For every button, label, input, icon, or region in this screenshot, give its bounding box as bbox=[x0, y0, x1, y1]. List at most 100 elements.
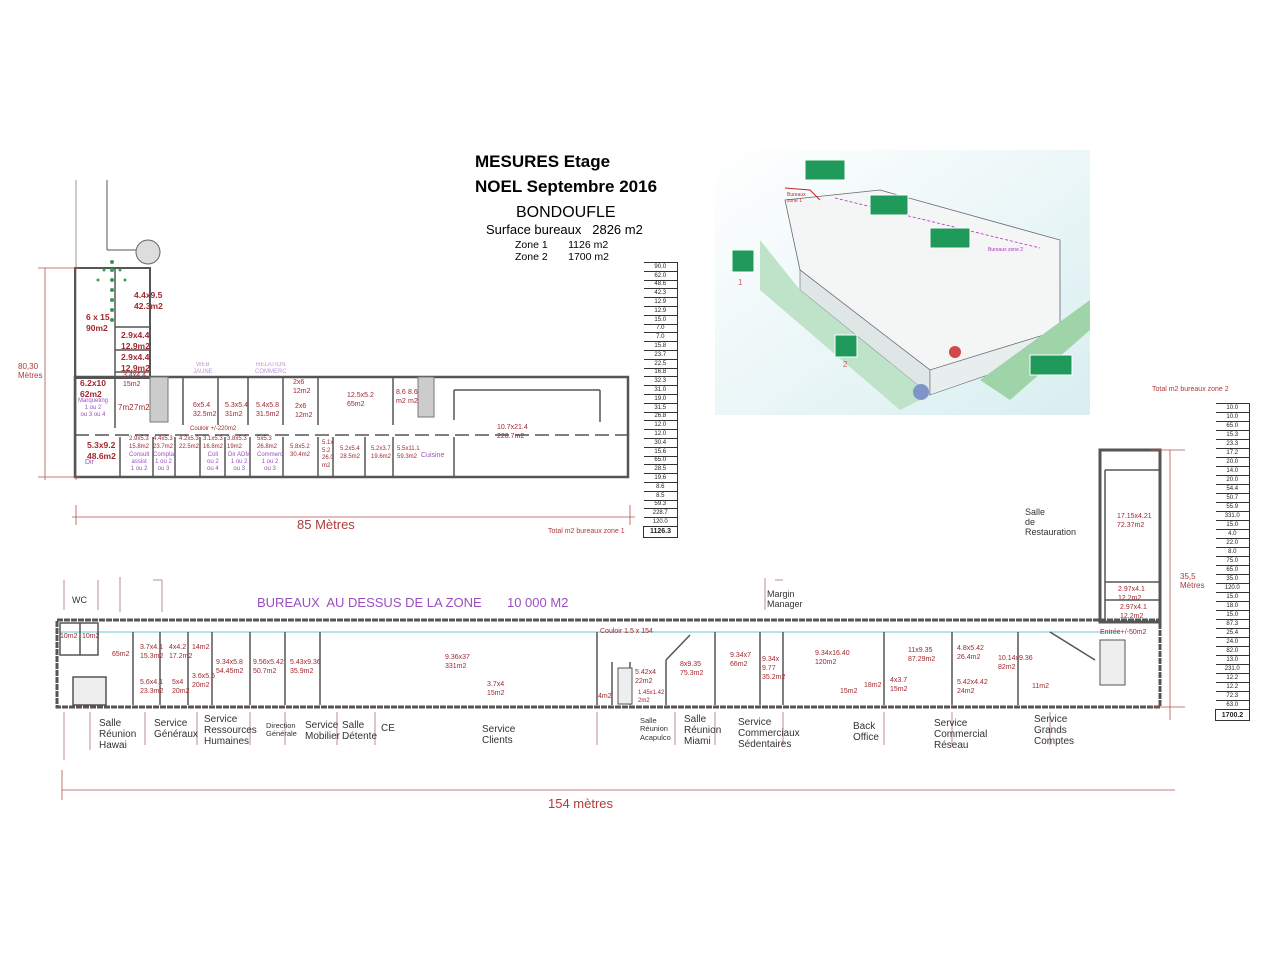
total-row: 75.0 bbox=[1215, 556, 1250, 566]
total-cell: 12.0 bbox=[643, 420, 678, 431]
room-label: 4x3.7 15m2 bbox=[890, 677, 908, 693]
total-cell: 7.0 bbox=[643, 332, 678, 343]
room-label: 9.34x5.8 54.45m2 bbox=[216, 659, 244, 675]
total-cell: 19.6 bbox=[643, 473, 678, 483]
total-row: 12.2 bbox=[1215, 673, 1250, 683]
total-row: 42.3 bbox=[643, 288, 678, 299]
total-row: 30.4 bbox=[643, 437, 678, 448]
total-cell: 12.9 bbox=[643, 305, 678, 316]
total-row: 48.6 bbox=[643, 279, 678, 290]
room-usage: Cuisine bbox=[421, 452, 445, 459]
room-label: 12.5x5.2 65m2 bbox=[347, 392, 374, 408]
total-cell: 24.0 bbox=[1215, 637, 1250, 647]
total-row: 72.3 bbox=[1215, 691, 1250, 701]
room-label: 2x6 12m2 bbox=[295, 403, 313, 419]
total-row: 8.6 bbox=[643, 481, 678, 492]
room-label: 5.2x5.4 28.5m2 bbox=[340, 446, 361, 460]
zone1-marker-label: Bureaux zone 1 bbox=[787, 192, 806, 204]
total-cell: 19.0 bbox=[643, 393, 678, 404]
total-row: 55.9 bbox=[1215, 502, 1250, 512]
zone1-trees bbox=[96, 260, 127, 322]
total-cell: 87.3 bbox=[1215, 619, 1250, 629]
total-row: 23.3 bbox=[1215, 439, 1250, 449]
total-cell: 26.8 bbox=[643, 411, 678, 422]
total-row: 8.5 bbox=[643, 490, 678, 501]
zone2-total-label: Total m2 bureaux zone 2 bbox=[1152, 386, 1229, 393]
total-row: 12.2 bbox=[1215, 682, 1250, 692]
total-cell: 331.0 bbox=[1215, 511, 1250, 521]
room-label: 6 x 15 90m2 bbox=[86, 312, 110, 334]
total-cell: 32.3 bbox=[643, 376, 678, 387]
room-label: 8.6 m2 bbox=[408, 389, 418, 405]
total-row: 15.8 bbox=[643, 341, 678, 351]
total-row: 32.3 bbox=[643, 376, 678, 387]
zone2-dimensions bbox=[61, 449, 1185, 800]
total-cell: 20.0 bbox=[1215, 457, 1250, 467]
total-cell: 15.0 bbox=[1215, 592, 1250, 602]
room-label: 9.34x 9.77 35.2m2 bbox=[762, 656, 786, 681]
total-row: 65.0 bbox=[643, 455, 678, 466]
room-label: 4.4x9.5 42.3m2 bbox=[134, 290, 163, 312]
total-row: 12.9 bbox=[643, 297, 678, 307]
total-cell: 50.7 bbox=[1215, 493, 1250, 503]
total-cell: 48.6 bbox=[643, 279, 678, 290]
room-label: 5.42x4 22m2 bbox=[635, 669, 657, 685]
room-usage: Consult assist 1 ou 2 bbox=[129, 452, 150, 473]
total-cell: 12.2 bbox=[1215, 673, 1250, 683]
total-row: 19.6 bbox=[643, 473, 678, 483]
room-label: 11m2 bbox=[1032, 683, 1049, 690]
total-row: 15.0 bbox=[643, 314, 678, 325]
zone1-height-dimension: 80,30 Mètres bbox=[18, 362, 43, 381]
total-row: 65.0 bbox=[1215, 421, 1250, 431]
salle-restauration-label: Salle de Restauration bbox=[1025, 507, 1077, 537]
room-label: 3.1x5.3 16.8m2 bbox=[203, 436, 224, 450]
total-row: 15.3 bbox=[1215, 430, 1250, 440]
total-cell: 17.2 bbox=[1215, 448, 1250, 458]
service-label: Service Généraux bbox=[154, 718, 198, 740]
wc-label: WC bbox=[72, 595, 87, 605]
room-label: 4.2x5.3 22.5m2 bbox=[179, 436, 200, 450]
total-cell: 25.4 bbox=[1215, 628, 1250, 638]
room-label: 2x6 12m2 bbox=[293, 379, 311, 395]
room-label: 9.36x37 331m2 bbox=[445, 654, 470, 670]
room-label: 8.6 m2 bbox=[396, 389, 406, 405]
zone2-height-dimension: 35,5 Mètres bbox=[1180, 572, 1205, 591]
zone2-width-dimension: 154 mètres bbox=[548, 796, 614, 811]
room-label: 15m2 bbox=[840, 688, 858, 695]
total-row: 14.0 bbox=[1215, 466, 1250, 476]
site-name: BONDOUFLE bbox=[516, 204, 616, 221]
total-row: 63.0 bbox=[1215, 700, 1250, 710]
total-cell: 23.3 bbox=[1215, 439, 1250, 449]
total-cell: 65.0 bbox=[1215, 565, 1250, 575]
grand-total-row: 1700.2 bbox=[1215, 709, 1250, 721]
room-usage: Commerc 1 ou 2 ou 3 bbox=[257, 452, 284, 473]
total-cell: 12.2 bbox=[1215, 682, 1250, 692]
total-row: 22.5 bbox=[643, 358, 678, 369]
service-label: CE bbox=[381, 723, 395, 734]
zone2-walls bbox=[55, 448, 1162, 709]
surface-total: Surface bureaux 2826 m2 bbox=[486, 222, 643, 237]
total-cell: 65.0 bbox=[643, 455, 678, 466]
total-cell: 10.0 bbox=[1215, 403, 1250, 413]
service-label: Salle Réunion Hawai bbox=[99, 718, 137, 751]
total-row: 20.0 bbox=[1215, 475, 1250, 485]
room-label: 5.43x9.36 35.9m2 bbox=[290, 659, 321, 675]
total-cell: 12.9 bbox=[643, 297, 678, 307]
room-usage: Compta 1 ou 2 ou 3 bbox=[153, 452, 175, 473]
total-cell: 8.6 bbox=[643, 481, 678, 492]
title-line-2: NOEL Septembre 2016 bbox=[475, 177, 658, 196]
zone1-surface: Zone 1 1126 m2 bbox=[515, 239, 609, 251]
room-label: 10.14x9.36 82m2 bbox=[998, 655, 1033, 671]
zone2-surface: Zone 2 1700 m2 bbox=[515, 251, 609, 263]
room-label: 5x4 20m2 bbox=[172, 679, 190, 695]
room-label: 3.8x5.3 19m2 bbox=[227, 436, 247, 450]
total-cell: 10.0 bbox=[1215, 412, 1250, 422]
room-label: 4m2 bbox=[598, 693, 612, 700]
total-row: 18.0 bbox=[1215, 601, 1250, 611]
total-cell: 42.3 bbox=[643, 288, 678, 299]
room-label: 2.9x4.4 12.9m2 bbox=[121, 352, 150, 374]
service-label: Service Ressources Humaines bbox=[204, 714, 257, 747]
room-label: 65m2 bbox=[112, 651, 130, 658]
total-row: 8.0 bbox=[1215, 547, 1250, 557]
room-label: 5.3x9.2 48.6m2 bbox=[87, 440, 116, 462]
